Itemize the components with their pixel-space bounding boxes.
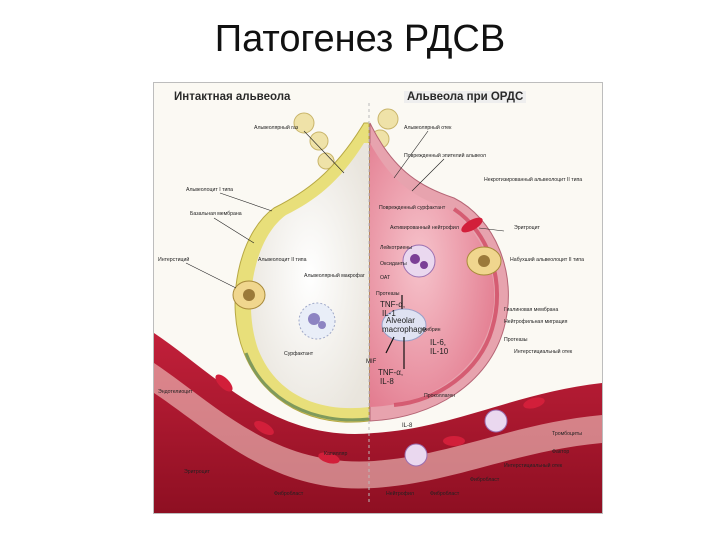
slide-title: Патогенез РДСВ [214,18,506,60]
rbc-right [443,217,545,446]
neutrophils-vessel [404,409,508,467]
label-l-9: Эритроцит [184,469,211,475]
label-r-14: Протеазы [504,337,528,343]
pathogenesis-diagram: Альвеолярный газ Альвеолоцит I типа База… [153,82,603,514]
label-r-12: Гиалиновая мембрана [504,307,558,313]
label-r-3: Поврежденный сурфактант [379,204,446,211]
panel-title-ards: Альвеола при ОРДС [404,91,527,103]
label-l-1: Альвеолоцит I типа [186,187,233,193]
label-r-4: Эритроцит [514,225,541,231]
neutrophil-right [402,244,436,278]
label-r-16: Проколлаген [424,393,455,399]
alveolus-left [250,143,369,409]
label-l-0: Альвеолярный газ [254,124,299,131]
label-r-22: Фактор [552,449,569,455]
label-r-7: Оксиданты [380,261,407,267]
mediator-mif: MIF [366,359,377,365]
label-r-18: Фибробласт [470,477,500,483]
mediator-macro1: Alveolar [386,316,415,325]
rbc-left [215,374,340,464]
mediator-tnf2: TNF-α, [378,368,403,377]
label-l-3: Интерстиций [158,256,189,263]
capillary-band [154,333,602,513]
mediator-il6: IL-6, [430,338,446,347]
leader-lines [185,130,505,289]
label-l-2: Базальная мембрана [190,211,242,217]
label-l-8: Капилляр [324,451,347,457]
alveolocyte-type2-left [232,280,266,310]
label-r-8: ОАТ [380,275,391,281]
mediator-il8b: IL-8 [402,423,413,429]
label-r-10: Фибрин [422,327,441,333]
label-r-21: Интерстициальный отек [504,462,563,469]
plasma-inner [154,363,602,489]
alveolus-illustration: Альвеолярный газ Альвеолоцит I типа База… [154,103,602,513]
label-l-10: Фибробласт [274,491,304,497]
label-l-4: Альвеолоцит II типа [258,257,307,263]
mediator-il8: IL-8 [380,377,394,386]
panel-title-intact: Интактная альвеола [174,91,291,103]
basement-green-left [244,352,370,422]
label-r-17: Тромбоциты [552,431,582,437]
hyaline-membrane [393,207,500,407]
label-r-6: Лейкотриены [380,244,412,251]
label-r-15: Интерстициальный отек [514,348,573,355]
mediator-arrows [385,295,405,369]
label-r-9: Протеазы [376,291,400,297]
mediator-il10: IL-10 [430,347,449,356]
mediator-tnf1: TNF-α, [380,300,405,309]
label-r-2: Некротизированный альвеолоцит II типа [484,176,582,183]
alveolocyte-type2-right [466,246,502,276]
mediator-il1: IL-1 [382,309,396,318]
label-r-0: Альвеолярный отек [404,124,452,131]
macrophage-left [298,302,336,340]
label-r-5: Активированный нейтрофил [390,224,459,231]
label-r-20: Фибробласт [430,491,460,497]
label-r-1: Поврежденный эпителий альвеол [404,152,486,159]
label-l-7: Эндотелиоцит [158,389,193,395]
label-l-6: Сурфактант [284,351,314,357]
label-r-13: Нейтрофильная миграция [504,318,568,325]
label-r-11: Набухший альвеолоцит II типа [510,256,584,263]
label-r-19: Нейтрофил [386,490,414,497]
mediator-macro2: macrophage [382,325,427,334]
label-l-5: Альвеолярный макрофаг [304,272,365,279]
